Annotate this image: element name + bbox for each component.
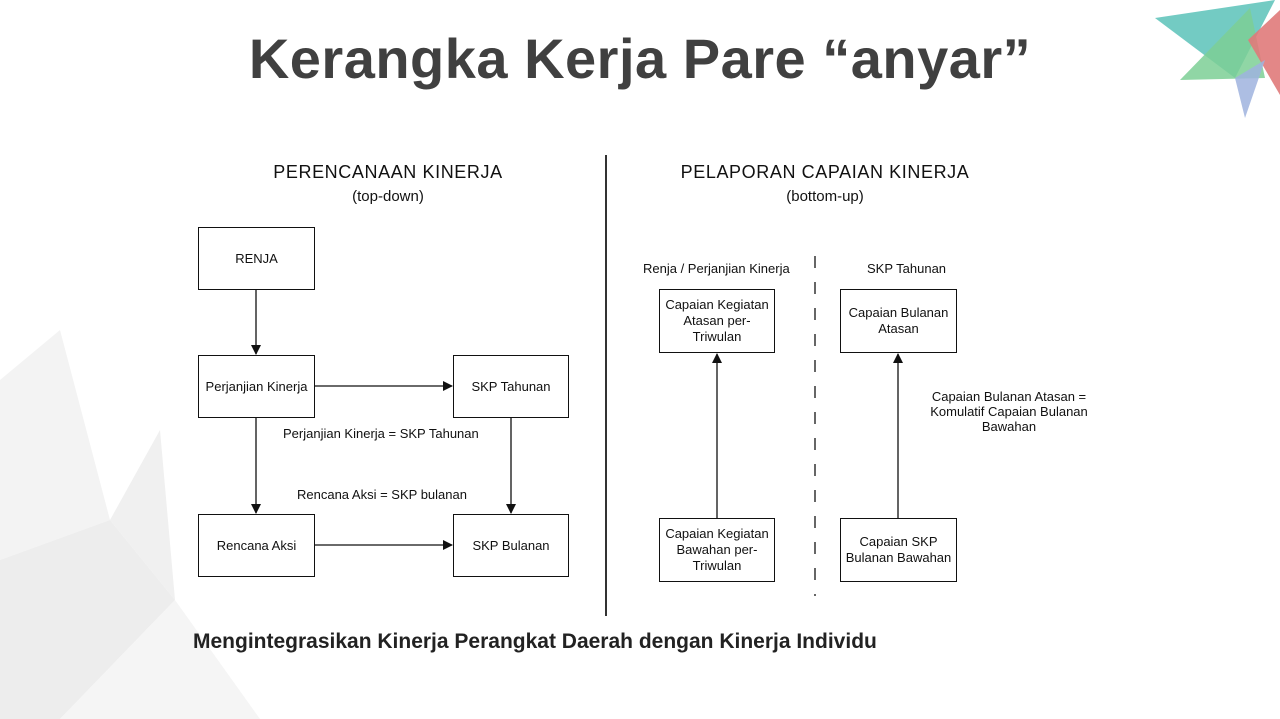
corner-shard-green <box>1180 8 1265 80</box>
corner-shard-red <box>1248 10 1280 95</box>
background-shard-left-lower <box>0 520 175 719</box>
slide-footer: Mengintegrasikan Kinerja Perangkat Daera… <box>193 630 877 653</box>
background-shard-left-bottom <box>60 600 260 719</box>
capaian-atasan-triwulan-box: Capaian Kegiatan Atasan per-Triwulan <box>659 289 775 353</box>
right-col2-label: SKP Tahunan <box>867 261 947 276</box>
skp-tahunan-box: SKP Tahunan <box>453 355 569 418</box>
background-shard-left-upper <box>0 330 110 560</box>
left-panel-heading: PERENCANAAN KINERJA <box>273 162 503 182</box>
capaian-bawahan-triwulan-box: Capaian Kegiatan Bawahan per-Triwulan <box>659 518 775 582</box>
left-panel-subheading: (top-down) <box>352 188 424 205</box>
rencana-aksi-box: Rencana Aksi <box>198 514 315 577</box>
right-panel-subheading: (bottom-up) <box>786 188 864 205</box>
ra-equals-skp-note: Rencana Aksi = SKP bulanan <box>297 487 467 502</box>
renja-box: RENJA <box>198 227 315 290</box>
capaian-bulanan-atasan-box: Capaian Bulanan Atasan <box>840 289 957 353</box>
pk-equals-skp-note: Perjanjian Kinerja = SKP Tahunan <box>283 426 479 441</box>
background-shard-left-mid <box>110 430 175 600</box>
capaian-skp-bulanan-bawahan-box: Capaian SKP Bulanan Bawahan <box>840 518 957 582</box>
komulatif-note: Capaian Bulanan Atasan = Komulatif Capai… <box>930 389 1088 434</box>
right-panel-heading: PELAPORAN CAPAIAN KINERJA <box>680 162 970 182</box>
corner-shard-blue <box>1235 60 1265 118</box>
skp-bulanan-box: SKP Bulanan <box>453 514 569 577</box>
right-col1-label: Renja / Perjanjian Kinerja <box>643 261 790 276</box>
perjanjian-kinerja-box: Perjanjian Kinerja <box>198 355 315 418</box>
slide-title: Kerangka Kerja Pare “anyar” <box>248 27 1032 90</box>
